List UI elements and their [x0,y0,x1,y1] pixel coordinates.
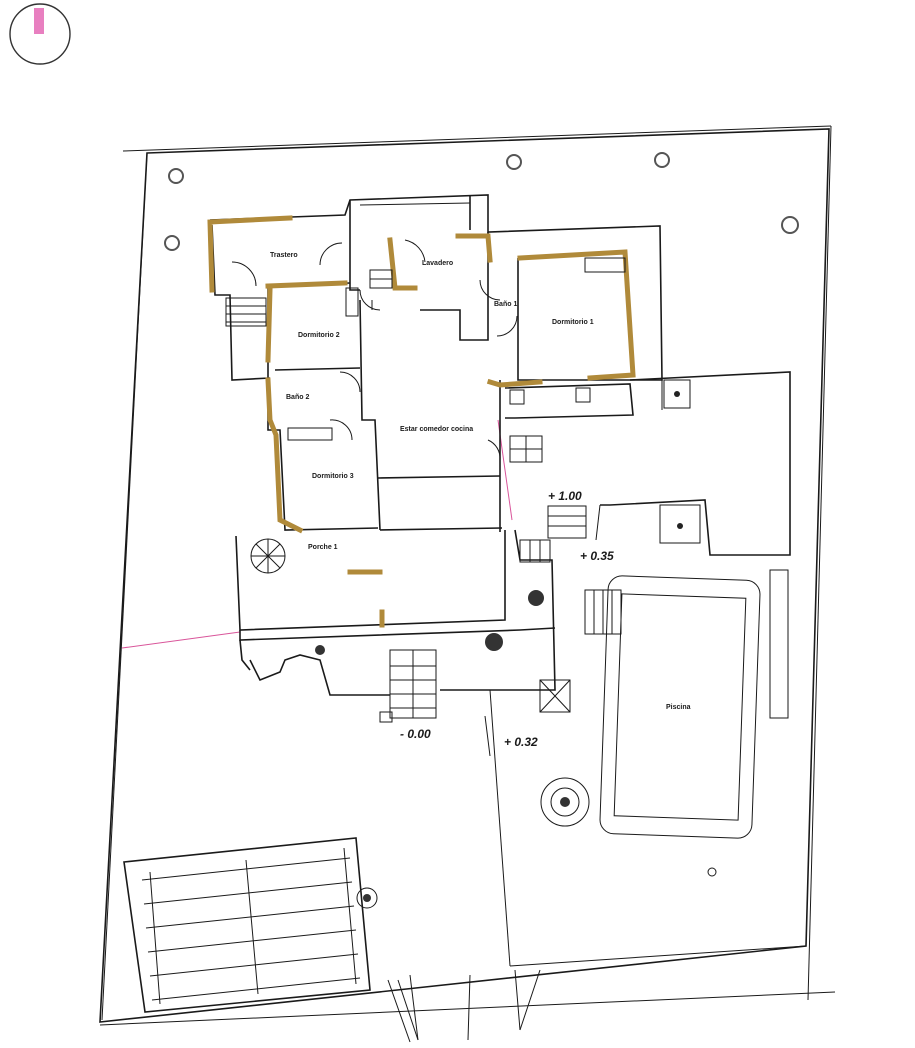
room-label-bano1: Baño 1 [494,301,517,308]
stairs [225,269,587,719]
north-marker [34,8,44,34]
level-label-000: - 0.00 [400,727,431,741]
room-label-dormitorio3: Dormitorio 3 [312,473,354,480]
north-compass [9,3,71,65]
level-label-035: + 0.35 [580,549,614,563]
room-label-lavadero: Lavadero [422,260,453,267]
pergola [123,837,371,1013]
room-label-estar: Estar comedor cocina [400,426,473,433]
room-label-dormitorio1: Dormitorio 1 [552,319,594,326]
garden-posts [164,152,799,251]
level-label-032: + 0.32 [504,735,538,749]
terrace-lines [484,689,807,967]
pool [584,569,789,839]
room-label-trastero: Trastero [270,252,298,259]
property-line [121,419,513,649]
house-walls [209,194,791,696]
fountain [356,777,717,909]
room-label-dormitorio2: Dormitorio 2 [298,332,340,339]
highlighted-walls [207,215,636,628]
room-label-porche: Porche 1 [308,544,338,551]
level-label-100: + 1.00 [548,489,582,503]
room-label-piscina: Piscina [666,704,691,711]
door-swings [231,239,518,461]
room-label-bano2: Baño 2 [286,394,309,401]
fixtures [287,257,701,723]
spiral-staircase [250,538,286,574]
entrance [387,969,541,1043]
